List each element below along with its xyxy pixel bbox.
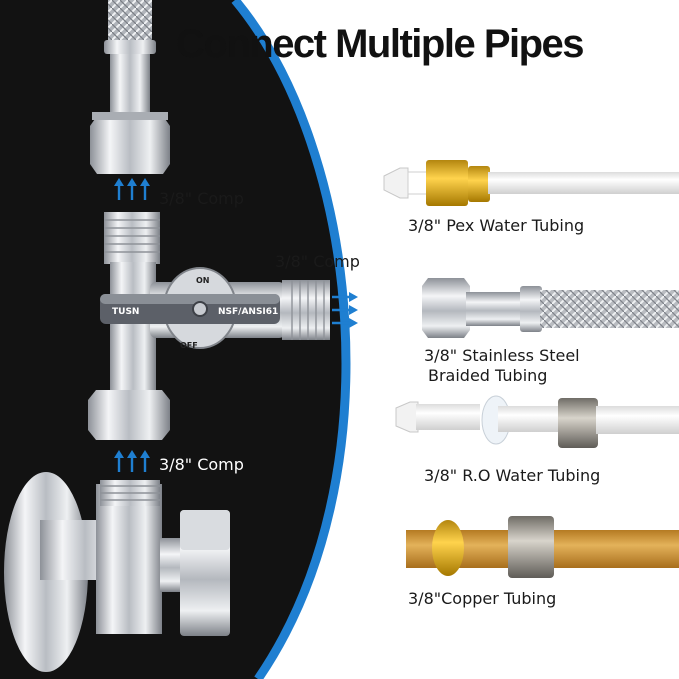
up-arrows-icon bbox=[114, 178, 150, 200]
up-arrows-icon bbox=[114, 450, 150, 472]
valve-on-marking: ON bbox=[196, 276, 210, 285]
ro-tubing-label: 3/8" R.O Water Tubing bbox=[424, 466, 601, 485]
page-title: Connect Multiple Pipes bbox=[176, 22, 585, 66]
top-comp-label: 3/8" Comp bbox=[159, 189, 244, 208]
copper-tubing bbox=[406, 516, 679, 578]
copper-tubing-label: 3/8"Copper Tubing bbox=[408, 589, 557, 608]
side-comp-label: 3/8" Comp bbox=[275, 252, 360, 271]
stainless-tubing-label-line2: Braided Tubing bbox=[428, 366, 548, 385]
dark-background-panel bbox=[0, 0, 346, 679]
pex-water-tubing bbox=[383, 160, 679, 206]
stainless-tubing-label-line1: 3/8" Stainless Steel bbox=[424, 346, 580, 365]
stainless-braided-tubing bbox=[422, 278, 679, 338]
blue-arc-divider bbox=[231, 0, 351, 679]
valve-brand-marking: TUSN bbox=[112, 307, 139, 317]
bottom-comp-label: 3/8" Comp bbox=[159, 455, 244, 474]
pex-tubing-label: 3/8" Pex Water Tubing bbox=[408, 216, 585, 235]
tee-valve: ON OFF NSF/ANSI61 TUSN bbox=[88, 212, 330, 440]
top-braided-hose bbox=[90, 0, 170, 174]
right-arrows-icon bbox=[332, 292, 358, 328]
angle-stop-valve bbox=[4, 472, 230, 672]
valve-cert-marking: NSF/ANSI61 bbox=[218, 307, 278, 317]
valve-off-marking: OFF bbox=[180, 341, 198, 350]
ro-water-tubing bbox=[395, 395, 679, 448]
